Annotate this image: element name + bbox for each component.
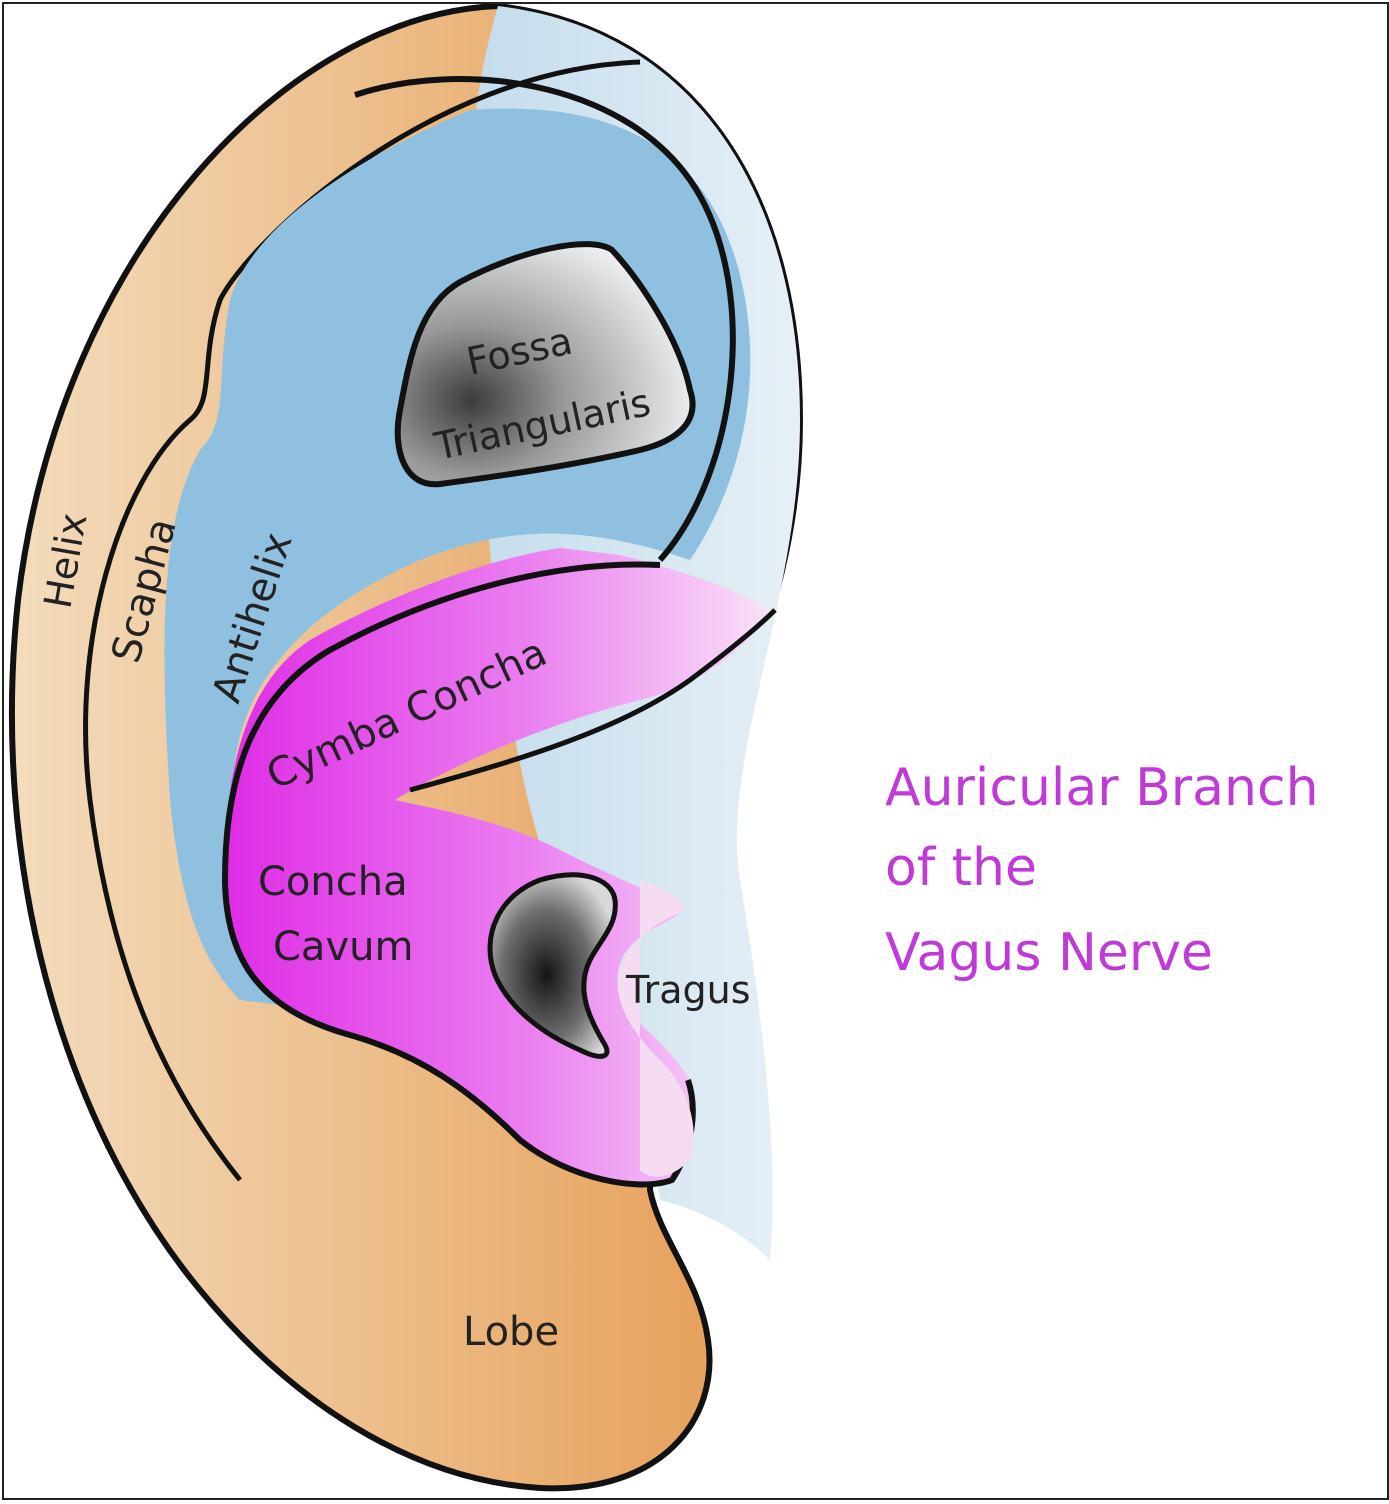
label-concha-line2: Cavum: [273, 924, 413, 970]
concha-outline: [221, 561, 696, 1188]
tragus-region: [618, 880, 694, 1177]
fossa-triangularis: [394, 241, 696, 488]
crus-helix-line: [409, 608, 777, 793]
caption-line1: Auricular Branch: [885, 758, 1319, 818]
antihelix-upper-line: [354, 76, 736, 562]
ear-canal: [487, 872, 618, 1059]
label-tragus: Tragus: [625, 968, 751, 1012]
caption-line2: of the: [885, 838, 1037, 898]
caption-line3: Vagus Nerve: [885, 923, 1213, 983]
label-concha-line1: Concha: [258, 859, 408, 905]
label-lobe: Lobe: [463, 1309, 559, 1355]
